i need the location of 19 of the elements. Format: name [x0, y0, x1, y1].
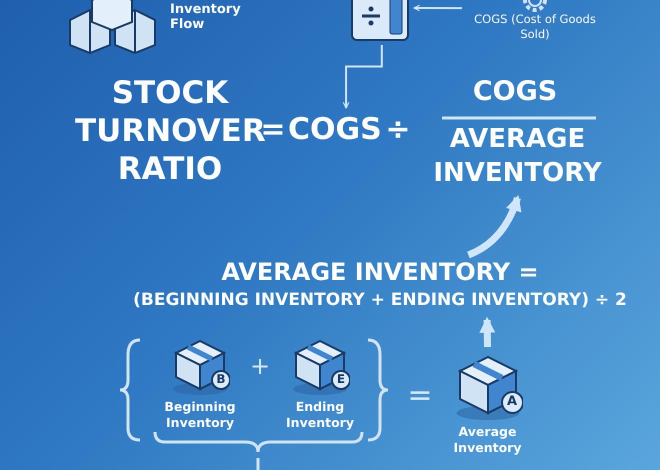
arrow: [413, 4, 462, 12]
divide-sign: ÷: [384, 112, 412, 147]
arrow: [479, 316, 496, 348]
caption-text: Inventory Flow: [170, 2, 242, 32]
node-text: Ending Inventory: [285, 399, 355, 431]
node-text: COGS (Cost of Goods Sold): [473, 12, 597, 42]
badge-letter: B: [215, 372, 227, 386]
node-text: Average Inventory: [452, 424, 522, 456]
badge-letter: E: [336, 372, 346, 386]
formula-text: (BEGINNING INVENTORY + ENDING INVENTORY) ÷ 2: [132, 290, 628, 310]
node-text: Beginning Inventory: [163, 399, 237, 431]
formula-text: AVERAGE INVENTORY =: [220, 258, 540, 286]
arrow: [342, 45, 383, 109]
formula-text: COGS: [472, 76, 558, 107]
plus-sign: +: [248, 352, 272, 380]
arrow: [467, 194, 522, 258]
formula-text: AVERAGE INVENTORY: [432, 123, 603, 190]
badge-letter: A: [506, 394, 518, 409]
equals-sign: =: [406, 378, 434, 413]
